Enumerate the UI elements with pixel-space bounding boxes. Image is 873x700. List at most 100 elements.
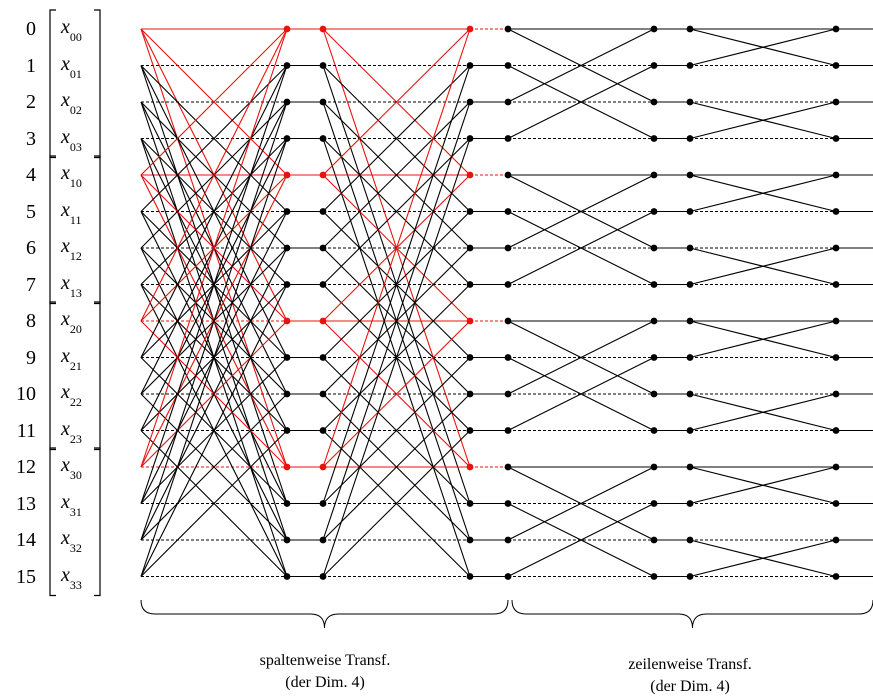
row-index-label: 8: [26, 310, 36, 332]
vector-element-label: x02: [61, 89, 82, 117]
vector-element-label: x01: [61, 52, 82, 81]
vector-element-label: x23: [61, 417, 82, 446]
wire-cross-a: [140, 430, 288, 577]
row-index-label: 1: [26, 54, 36, 77]
wire-cross-e: [507, 320, 655, 395]
butterfly-node: [319, 317, 327, 325]
butterfly-node: [686, 281, 694, 288]
wire-cross-c2: [322, 65, 471, 504]
butterfly-node: [504, 427, 512, 434]
butterfly-node: [650, 135, 658, 142]
butterfly-node: [832, 62, 840, 69]
butterfly-node: [504, 208, 512, 215]
vector-element-label: x13: [61, 271, 82, 300]
butterfly-node: [686, 244, 694, 252]
butterfly-node: [650, 208, 658, 215]
butterfly-node: [686, 171, 694, 179]
butterfly-node: [283, 573, 291, 580]
vector-element-label: x33: [61, 563, 82, 592]
butterfly-node: [686, 463, 694, 471]
caption-row-line2: (der Dim. 4): [650, 678, 730, 695]
vector-element-label: x20: [61, 308, 82, 336]
butterfly-node: [504, 463, 512, 471]
butterfly-node: [832, 536, 840, 544]
wire-cross-c2: [322, 28, 471, 468]
butterfly-node: [686, 536, 694, 544]
vector-element-label: x30: [61, 454, 82, 482]
butterfly-node: [319, 354, 327, 361]
butterfly-node: [319, 25, 327, 33]
butterfly-node: [283, 98, 291, 106]
butterfly-node: [466, 281, 474, 288]
wire-cross-c: [322, 320, 471, 468]
vector-element-label: x11: [61, 198, 82, 227]
butterfly-node: [283, 354, 291, 361]
butterfly-node: [832, 171, 840, 179]
wire-cross-c2: [322, 101, 471, 541]
butterfly-node: [466, 573, 474, 580]
butterfly-node: [650, 463, 658, 471]
wire-cross-e: [507, 174, 655, 249]
bracket-left: [49, 155, 56, 305]
butterfly-node: [283, 25, 291, 33]
butterfly-node: [283, 135, 291, 142]
bracket-right: [94, 9, 101, 159]
butterfly-node: [832, 427, 840, 434]
butterfly-node: [283, 317, 291, 325]
butterfly-node: [466, 427, 474, 434]
vector-element-label: x32: [61, 527, 82, 555]
wire-cross-e: [507, 357, 655, 431]
butterfly-node: [319, 463, 327, 471]
bracket-left: [49, 9, 56, 159]
butterfly-node: [686, 135, 694, 142]
butterfly-node: [283, 536, 291, 544]
bracket-right: [94, 447, 101, 597]
bracket-left: [49, 301, 56, 451]
butterfly-node: [283, 390, 291, 398]
butterfly-node: [832, 135, 840, 142]
butterfly-node: [650, 500, 658, 507]
wire-cross-a: [140, 101, 288, 541]
caption-column-line2: (der Dim. 4): [285, 674, 365, 691]
butterfly-node: [650, 390, 658, 398]
butterfly-node: [504, 135, 512, 142]
butterfly-node: [319, 536, 327, 544]
butterfly-node: [283, 500, 291, 507]
wire-cross-c: [322, 393, 471, 541]
butterfly-node: [466, 171, 474, 179]
butterfly-node: [686, 390, 694, 398]
butterfly-node: [466, 25, 474, 33]
wire-cross-c2: [322, 138, 471, 577]
wire-cross-a: [140, 65, 288, 358]
butterfly-node: [504, 354, 512, 361]
bracket-right: [94, 155, 101, 305]
butterfly-node: [283, 427, 291, 434]
butterfly-node: [466, 135, 474, 142]
wire-cross-a: [140, 28, 288, 322]
butterfly-node: [686, 500, 694, 507]
caption-row-transform: zeilenweise Transf. (der Dim. 4): [565, 654, 815, 698]
butterfly-node: [504, 536, 512, 544]
row-index-label: 7: [26, 273, 36, 296]
butterfly-node: [319, 390, 327, 398]
wire-cross-g: [689, 28, 837, 67]
butterfly-node: [832, 573, 840, 580]
wire-cross-a: [140, 65, 288, 504]
vector-element-label: x31: [61, 490, 82, 519]
butterfly-node: [283, 171, 291, 179]
butterfly-node: [466, 354, 474, 361]
butterfly-node: [686, 354, 694, 361]
butterfly-node: [832, 25, 840, 33]
wire-cross-e: [507, 466, 655, 541]
butterfly-node: [650, 354, 658, 361]
butterfly-node: [650, 244, 658, 252]
vector-element-label: x03: [61, 125, 82, 154]
butterfly-node: [319, 171, 327, 179]
butterfly-node: [832, 281, 840, 288]
butterfly-node: [319, 135, 327, 142]
row-index-label: 9: [26, 346, 36, 369]
wire-cross-a: [140, 393, 288, 541]
butterfly-node: [650, 427, 658, 434]
row-index-label: 5: [26, 200, 36, 223]
butterfly-node: [832, 244, 840, 252]
